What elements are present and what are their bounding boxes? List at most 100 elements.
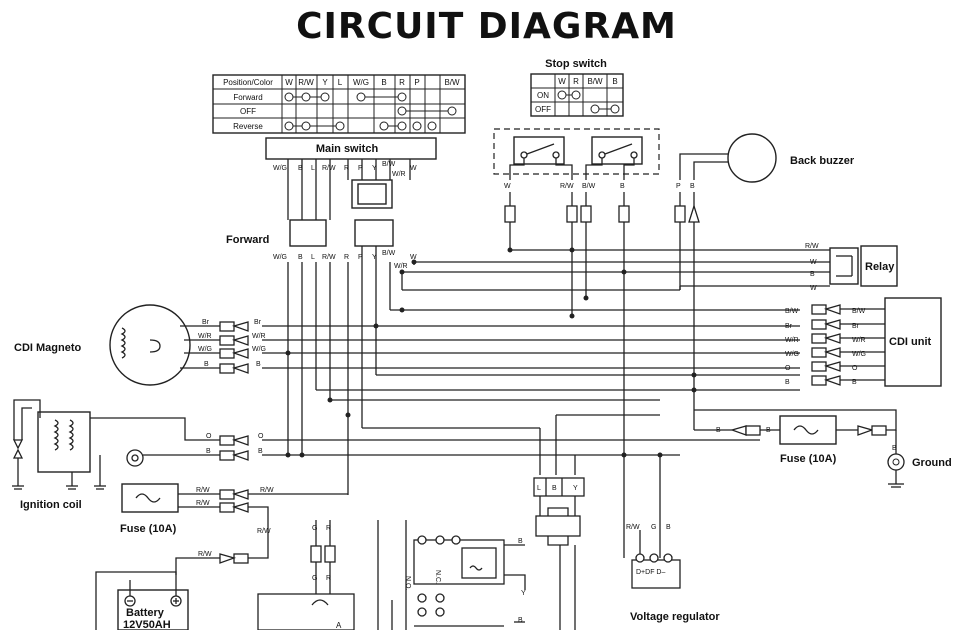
table-header: P <box>414 78 419 87</box>
fuse-left-label: Fuse (10A) <box>120 523 177 535</box>
terminal-a-label: A <box>336 621 342 630</box>
voltage-regulator-label: Voltage regulator <box>630 611 720 623</box>
wire-label: W/G <box>273 165 287 172</box>
ignition-coil <box>12 399 249 490</box>
wire-label: Br <box>785 323 793 330</box>
wire-label: B <box>552 485 557 492</box>
wire-label: B <box>518 538 523 545</box>
wire-label: R/W <box>626 524 640 531</box>
back-buzzer: P B <box>674 133 777 390</box>
wire-label: B/W <box>785 308 799 315</box>
wire-label: B <box>518 617 523 624</box>
position-color-table: Position/Color W R/W Y L W/G B R P B/W F… <box>212 74 466 134</box>
wire-label: R <box>326 525 331 532</box>
wire-label: W/G <box>198 346 212 353</box>
wire-label: B <box>206 448 211 455</box>
cdi-magneto <box>109 304 249 386</box>
wire-label: P <box>358 254 363 261</box>
wire-label: W <box>810 259 817 266</box>
wire-label: O <box>852 365 858 372</box>
stop-row-off: OFF <box>535 105 551 114</box>
wire-label: W <box>810 285 817 292</box>
wire-label: R/W <box>260 487 274 494</box>
stop-header: W <box>558 77 566 86</box>
wire-label: W/R <box>252 333 266 340</box>
wire-label: Y <box>521 590 526 597</box>
fuse-right <box>693 390 897 454</box>
cdi-unit-label: CDI unit <box>889 336 931 348</box>
wire-label: W/R <box>198 333 212 340</box>
wire-label: B <box>298 165 303 172</box>
table-header: B/W <box>444 78 460 87</box>
wire-label: R/W <box>257 528 271 535</box>
wire-label: G <box>651 524 656 531</box>
wire-label: O <box>206 433 212 440</box>
table-row-reverse: Reverse <box>233 122 263 131</box>
wire-label: B <box>666 524 671 531</box>
wire-label-stop-rw: R/W <box>560 183 574 190</box>
wire-label: Br <box>202 319 210 326</box>
table-header: L <box>338 78 343 87</box>
table-header: R/W <box>298 78 314 87</box>
wire-label: W <box>410 254 417 261</box>
cdi-wire-labels: B/W Br W/R W/G O B B/W Br W/R W/G O B <box>785 308 866 386</box>
wire-label: O <box>258 433 264 440</box>
voltage-regulator-terminals: D+DF D– <box>636 569 665 576</box>
ground-label: Ground <box>912 457 952 469</box>
wire-label: R <box>344 165 349 172</box>
wire-label-stop-bw: B/W <box>582 183 596 190</box>
ignition-coil-label: Ignition coil <box>20 499 82 511</box>
stop-switch <box>493 128 660 180</box>
table-header: R <box>399 78 405 87</box>
wire-label: R/W <box>198 551 212 558</box>
wire-label: R/W <box>805 243 819 250</box>
stop-switch-title: Stop switch <box>545 58 607 70</box>
relay-no-label: N.O. <box>404 576 411 590</box>
wire-label: R/W <box>196 487 210 494</box>
wire-label: B <box>298 254 303 261</box>
main-switch-title: Main switch <box>316 143 379 155</box>
wire-label: Y <box>573 485 578 492</box>
table-header-position: Position/Color <box>223 78 273 87</box>
wire-label: B <box>204 361 209 368</box>
wire-label: W/G <box>273 254 287 261</box>
diagram-title: CIRCUIT DIAGRAM <box>296 6 677 47</box>
stop-row-on: ON <box>537 91 549 100</box>
back-buzzer-label: Back buzzer <box>790 155 855 167</box>
relay <box>829 245 898 287</box>
wire-label: B <box>766 427 771 434</box>
fuse-right-label: Fuse (10A) <box>780 453 837 465</box>
wire-label: B <box>785 379 790 386</box>
wire-label: R/W <box>322 254 336 261</box>
wire-label-stop-w: W <box>504 183 511 190</box>
wire-label: B <box>716 427 721 434</box>
wire-label: L <box>311 254 315 261</box>
wire-label: Y <box>372 165 377 172</box>
wire-label: R <box>344 254 349 261</box>
wire-label-buzzer-p: P <box>676 183 681 190</box>
wire-label: W/G <box>852 351 866 358</box>
relay-label: Relay <box>865 261 895 273</box>
table-header: W <box>285 78 293 87</box>
wire-label: B <box>852 379 857 386</box>
wire-label: B <box>892 445 897 452</box>
wire-label: W/R <box>785 337 799 344</box>
wire-label-stop-b: B <box>620 183 625 190</box>
wire-label: Br <box>852 323 860 330</box>
wire-label: W/R <box>392 171 406 178</box>
relay-nc-label: N.C. <box>434 570 441 584</box>
stop-switch-table: Stop switch W R B/W B ON OFF <box>530 58 624 117</box>
battery <box>95 571 189 630</box>
table-header: Y <box>322 78 328 87</box>
wire-label: W/G <box>785 351 799 358</box>
forward-label: Forward <box>226 234 269 246</box>
wire-label: B <box>256 361 261 368</box>
battery-label: Battery <box>126 607 165 619</box>
main-switch: Main switch <box>265 137 437 247</box>
cdi-unit <box>811 297 942 387</box>
cdi-magneto-label: CDI Magneto <box>14 342 82 354</box>
wire-label: B <box>810 271 815 278</box>
table-header: B <box>381 78 386 87</box>
wire-label: L <box>537 485 541 492</box>
